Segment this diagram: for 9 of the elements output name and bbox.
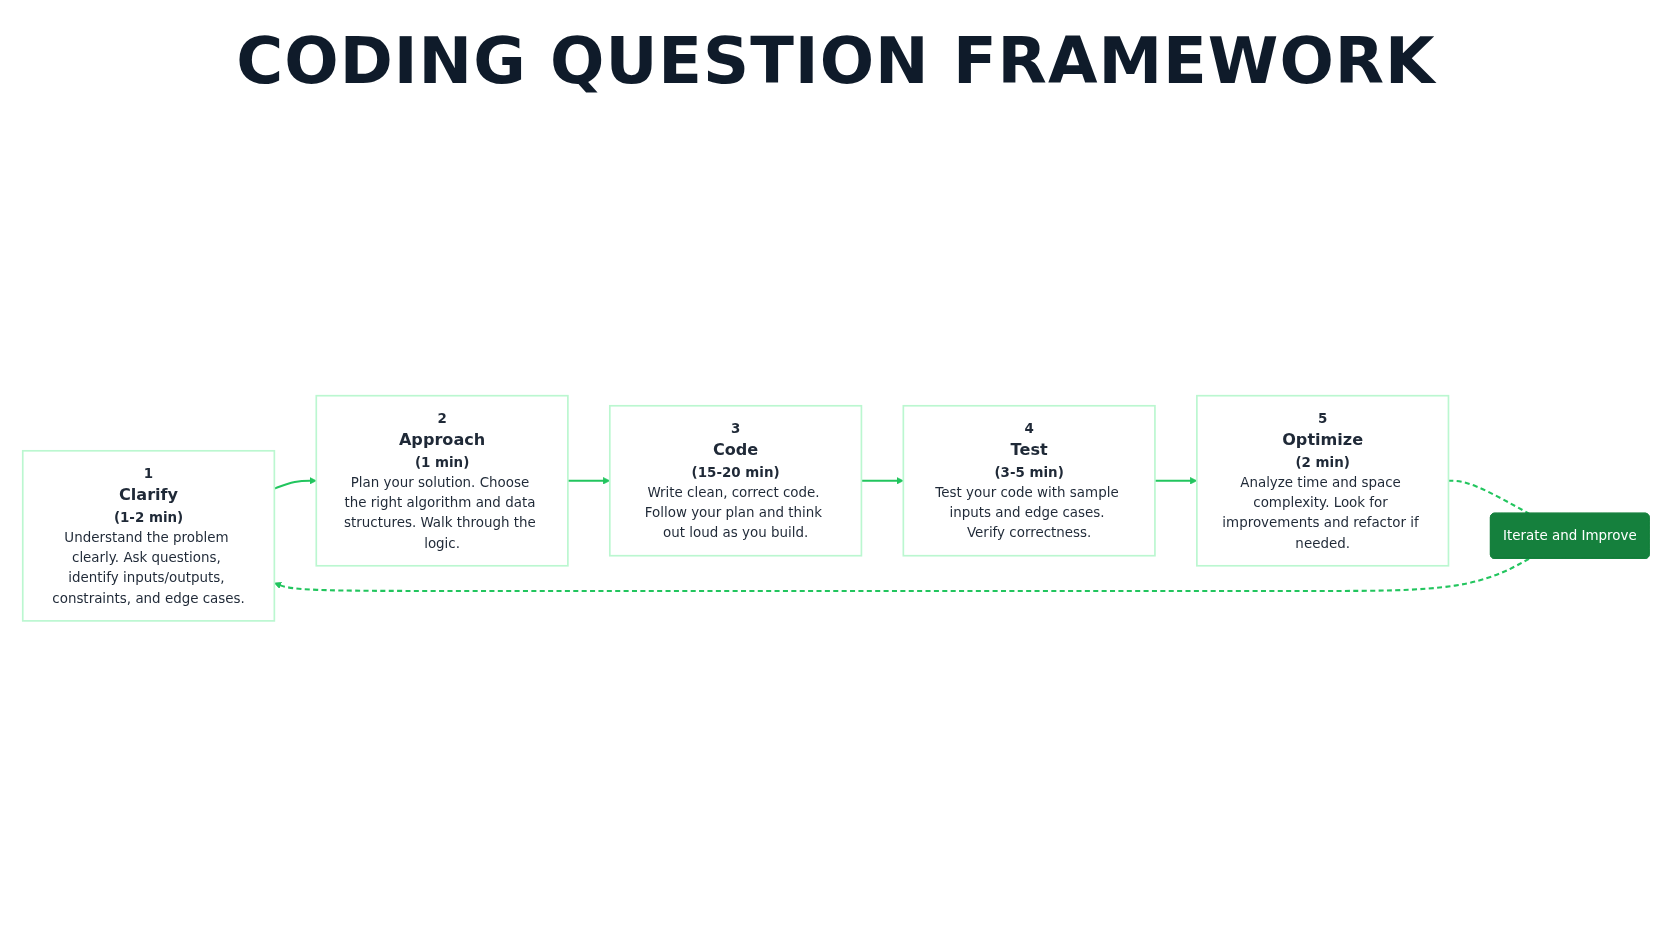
node-box: 1 Clarify (1-2 min) Understand the problem clearly. Ask questions, identify inputs/outputs, constraints, and edge cases. [21, 449, 276, 622]
arrow [274, 557, 1530, 592]
node-box: 4 Test (3-5 min) Test your code with sample inputs and edge cases. Verify correctness. [902, 404, 1156, 557]
title: CODING QUESTION FRAMEWORK [236, 24, 1436, 98]
arrow [861, 476, 904, 485]
node-box: 5 Optimize (2 min) Analyze time and space complexity. Look for improvements and refactor if needed. [1196, 394, 1450, 567]
arrow [274, 476, 317, 490]
node-box: 2 Approach (1 min) Plan your solution. Choose the right algorithm and data structures. Walk through the logic. [315, 394, 569, 567]
node-box: 3 Code (15-20 min) Write clean, correct code. Follow your plan and think out loud as you build. [608, 404, 863, 557]
